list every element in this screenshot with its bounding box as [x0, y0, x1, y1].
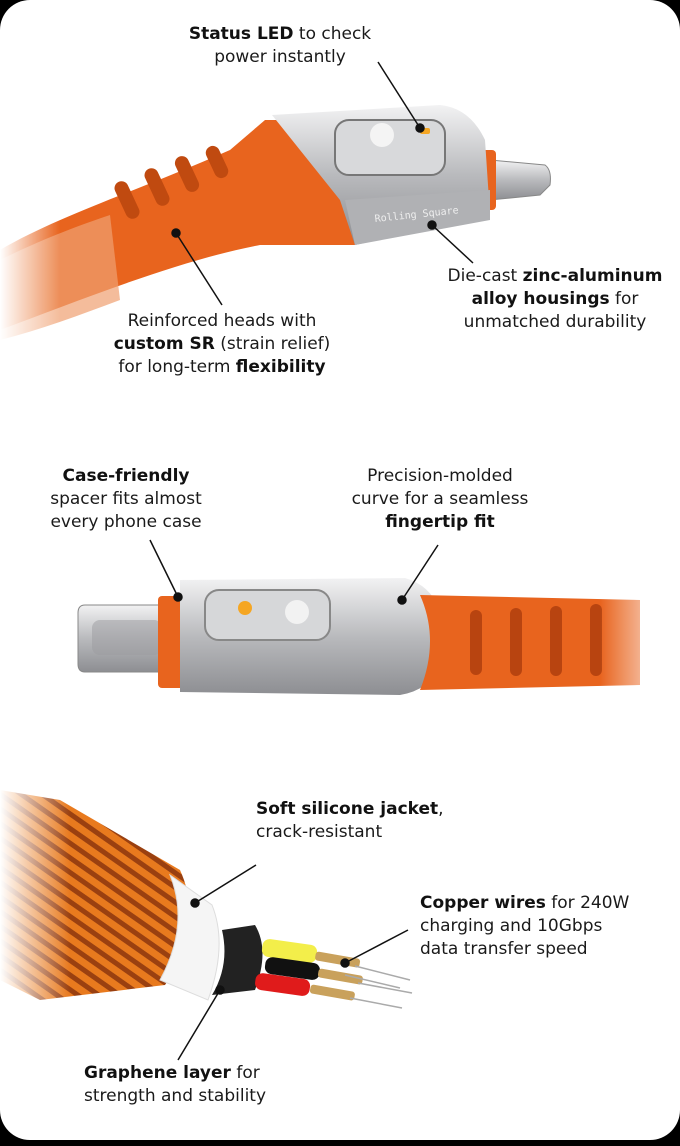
callout-bold: fingertip fit	[385, 512, 495, 532]
callout-bold: alloy housings	[471, 289, 610, 309]
callout-bold: Graphene layer	[84, 1063, 231, 1083]
callout-text: spacer fits almost	[50, 489, 202, 509]
callout-text: for 240W	[545, 893, 630, 913]
callout-text: unmatched durability	[463, 312, 647, 332]
callout-text: for	[609, 289, 639, 309]
callout-text: Reinforced heads with	[127, 311, 317, 331]
callout-die-cast: Die-cast zinc-aluminum alloy housings fo…	[448, 265, 663, 334]
callout-text: Die-cast	[447, 266, 523, 286]
callout-text: strength and stability	[84, 1086, 267, 1106]
callout-bold: flexibility	[235, 357, 326, 377]
callout-text: Precision-molded	[367, 466, 513, 486]
callout-status-led: Status LED to check power instantly	[189, 23, 371, 69]
callout-bold: Case-friendly	[62, 466, 190, 486]
callout-text: ,	[438, 799, 444, 819]
cable-cross-section	[0, 780, 413, 1010]
callout-text: power instantly	[214, 47, 346, 67]
callout-copper-wires: Copper wires for 240W charging and 10Gbp…	[420, 892, 629, 961]
callout-text: data transfer speed	[420, 939, 588, 959]
callout-bold: custom SR	[113, 334, 215, 354]
callout-text: charging and 10Gbps	[420, 916, 603, 936]
callout-bold: Soft silicone jacket	[256, 799, 439, 819]
callout-text: for	[230, 1063, 260, 1083]
callout-bold: Status LED	[188, 24, 294, 44]
callout-bold: Copper wires	[420, 893, 546, 913]
callout-silicone-jacket: Soft silicone jacket, crack-resistant	[256, 798, 444, 844]
callout-text: every phone case	[50, 512, 202, 532]
callout-case-friendly: Case-friendly spacer fits almost every p…	[50, 465, 202, 534]
callout-text: crack-resistant	[256, 822, 383, 842]
callout-text: (strain relief)	[214, 334, 331, 354]
callout-text: for long-term	[118, 357, 236, 377]
callout-text: to check	[293, 24, 372, 44]
connector-top-view: Rolling Square	[0, 105, 551, 350]
callout-reinforced-heads: Reinforced heads with custom SR (strain …	[114, 310, 331, 379]
callout-text: curve for a seamless	[351, 489, 529, 509]
connector-side-view	[77, 578, 680, 700]
leader-lines	[149, 61, 474, 1061]
callout-precision-molded: Precision-molded curve for a seamless fi…	[352, 465, 529, 534]
callout-graphene-layer: Graphene layer for strength and stabilit…	[84, 1062, 266, 1108]
callout-bold: zinc-aluminum	[522, 266, 663, 286]
